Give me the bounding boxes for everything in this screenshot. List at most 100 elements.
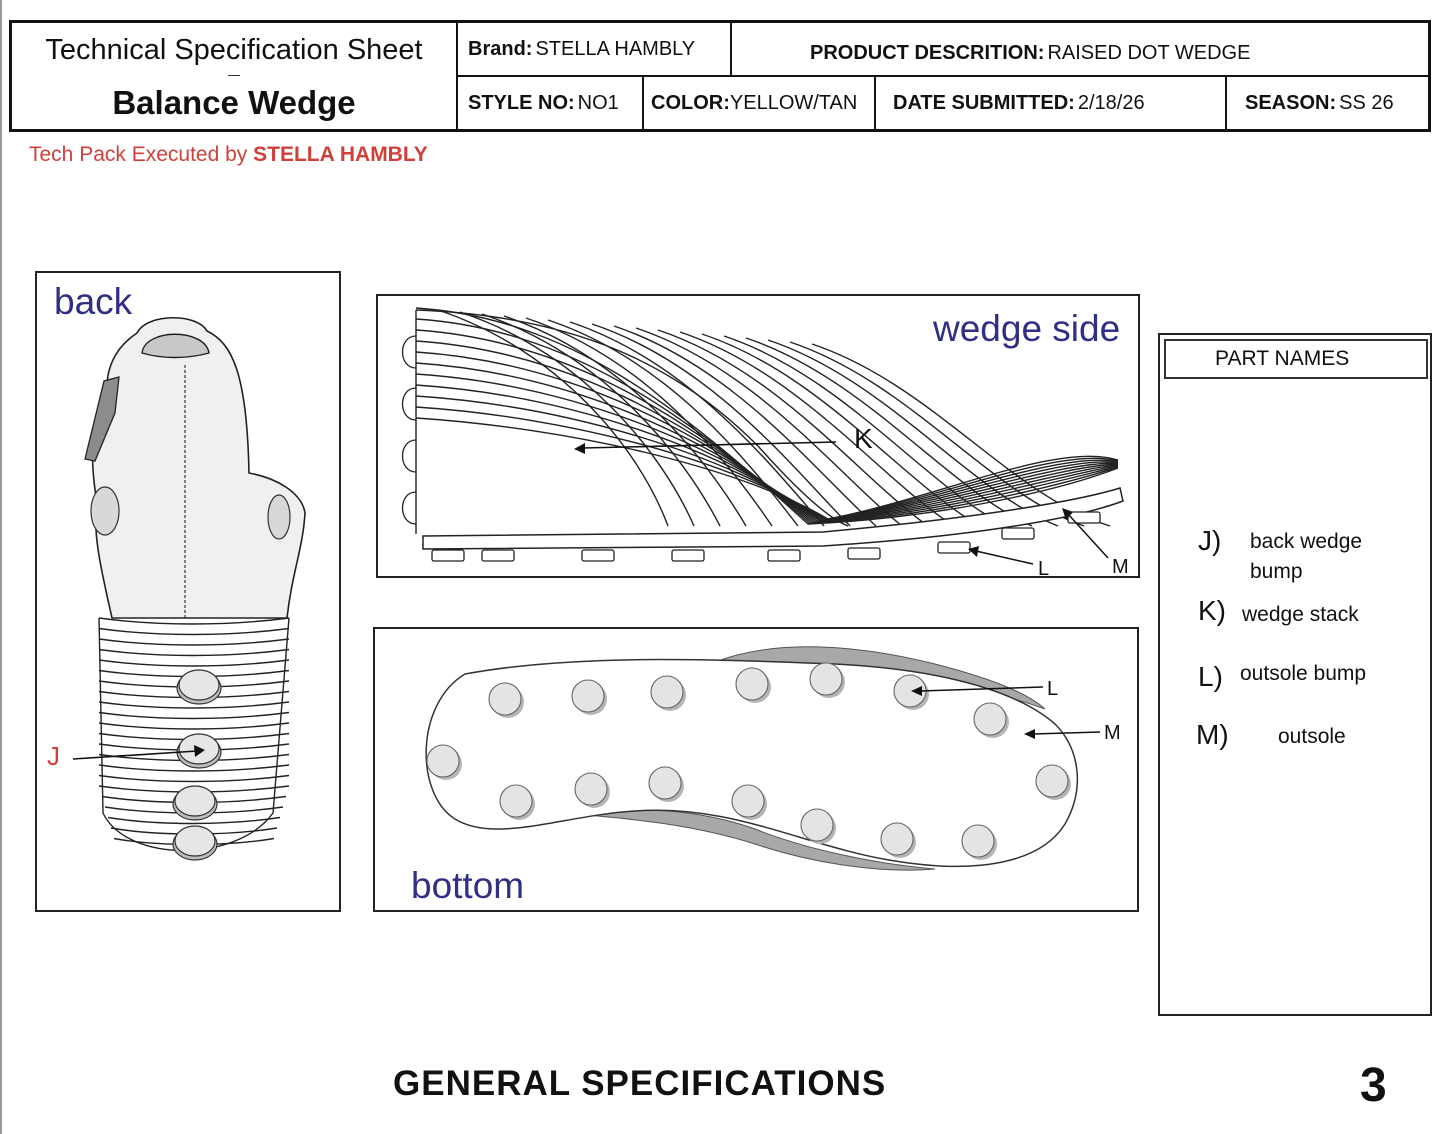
outsole-bump [961,824,995,858]
side-outsole-bump [671,549,705,562]
page-number: 3 [1360,1059,1387,1112]
wedge-stack-line [701,333,981,527]
back-view-panel: back J [35,271,341,912]
heel-pull-tab [84,376,120,462]
callout-l-bottom: L [1047,678,1058,700]
divider [730,23,732,75]
outsole-bump [731,784,765,818]
outsole-bump [488,682,522,716]
style-label: STYLE NO: [468,91,575,114]
callout-l-side-arrowhead [968,546,979,557]
season-cell: SEASON:SS 26 [1245,77,1394,129]
wedge-layer-line [98,648,290,657]
wedge-stack-line [635,327,903,527]
wedge-stack-line [723,335,1007,527]
back-view-label: back [54,281,133,322]
callout-m-bottom-arrow [1032,731,1101,735]
wedge-layer-line [98,617,290,625]
outsole-bump [574,772,608,806]
side-view-panel: wedge side K L M [376,294,1140,578]
bottom-view-panel: bottom L M [373,627,1139,912]
wedge-stack-line [679,331,955,527]
wedge-layer-line [98,638,290,646]
sheet-title: Technical Specification Sheet [12,23,456,77]
spec-header: Technical Specification Sheet Balance We… [9,20,1431,132]
back-wedge-bump [174,825,216,857]
title-tick [228,75,240,76]
callout-k-arrow [582,441,837,449]
wedge-stack-line [415,362,1119,523]
wedge-layer-line [98,764,290,772]
part-names-title: PART NAMES [1164,339,1428,379]
wedge-stack-line [415,395,1119,521]
wedge-stack-line [657,329,929,527]
side-heel-bumps [402,335,417,525]
wedge-layer-line [98,659,290,667]
wedge-stack-line [569,321,825,527]
outsole-bump [735,667,769,701]
outsole-bump [571,679,605,713]
side-outsole-bump [431,549,465,562]
side-wedge-stack [415,307,1119,534]
bottom-outsole-shadow-bottom [574,808,936,871]
outsole-bump [809,662,843,696]
wedge-layer-line [98,701,290,709]
product-name-text: Balance Wedge [112,84,356,121]
sheet-title-text: Technical Specification Sheet [45,33,423,66]
part-name: outsole [1278,725,1346,748]
part-letter: M) [1196,719,1229,750]
callout-m-bottom-arrowhead [1024,729,1035,739]
side-heel-bump [402,439,417,473]
callout-l-side-arrow [975,550,1034,565]
callout-m-side: M [1112,556,1129,576]
outsole-bump [650,675,684,709]
part-letter: L) [1198,661,1223,692]
wedge-stack-line [745,337,1033,527]
side-heel-bump [402,491,417,525]
outsole-bump [1035,764,1069,798]
back-wedge-bumps [172,669,222,861]
date-label: DATE SUBMITTED: [893,91,1075,114]
wedge-layer-line [98,774,290,783]
wedge-stack-line [415,417,1119,520]
back-view-drawing: J [47,316,306,861]
side-heel-bump [402,387,417,421]
side-heel-bump [402,335,417,369]
brand-cell: Brand:STELLA HAMBLY [468,23,695,75]
wedge-stack-line [481,313,721,527]
part-name: outsole bump [1240,662,1367,685]
part-name: wedge stack [1242,603,1359,626]
side-outsole-bump [1001,527,1035,540]
wedge-stack-line [415,318,1119,525]
outsole-bump [426,744,460,778]
wedge-stack-line [459,311,695,527]
brand-label: Brand: [468,37,533,60]
side-view-drawing: K L M [402,307,1129,576]
executed-by: Tech Pack Executed by STELLA HAMBLY [29,143,428,167]
wedge-stack-line [437,309,669,527]
side-outsole-bump [581,549,615,562]
callout-m-bottom: M [1104,722,1121,744]
wedge-stack-line [415,329,1119,524]
divider [1225,75,1227,129]
wedge-stack-line [415,373,1119,522]
product-description-value: RAISED DOT WEDGE [1047,41,1251,64]
side-outsole-bump [937,541,971,554]
wedge-layer-line [98,627,290,636]
callout-l-side: L [1038,558,1049,576]
callout-m-side-arrow [1067,513,1109,559]
callout-l-bottom-arrowhead [911,686,922,696]
page-edge [0,0,2,1134]
side-view-label: wedge side [933,308,1121,349]
wedge-stack-line [503,315,747,527]
divider [456,75,1428,77]
color-cell: COLOR:YELLOW/TAN [651,77,857,129]
callout-k-arrowhead [574,443,585,454]
wedge-stack-line [525,317,773,527]
outsole-bump [800,808,834,842]
outsole-bump [973,702,1007,736]
wedge-layer-line [107,816,281,825]
product-description-label: PRODUCT DESCRITION: [810,41,1045,64]
outsole-bump [648,766,682,800]
wedge-layer-line [98,722,290,730]
